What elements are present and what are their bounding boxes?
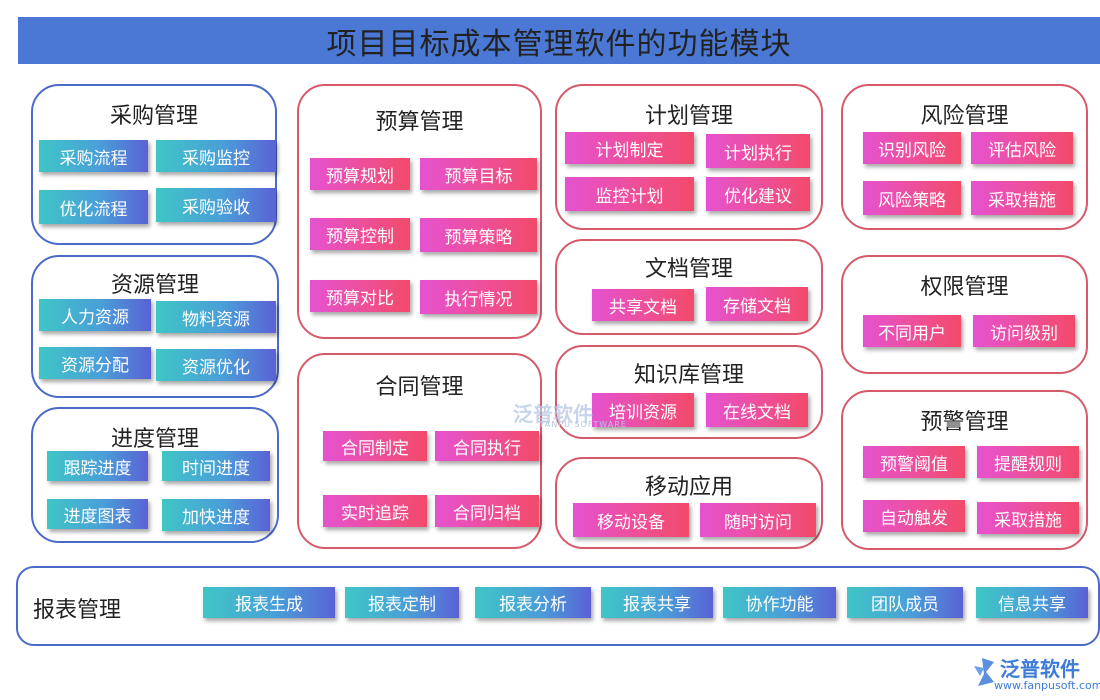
item-take-measures[interactable]: 采取措施 <box>971 181 1073 215</box>
item-report-generation[interactable]: 报表生成 <box>203 587 335 618</box>
item-plan-making[interactable]: 计划制定 <box>565 132 694 164</box>
item-human-resources[interactable]: 人力资源 <box>39 299 151 331</box>
item-information-sharing[interactable]: 信息共享 <box>976 587 1088 618</box>
item-budget-planning[interactable]: 预算规划 <box>310 158 410 190</box>
module-documents: 文档管理 共享文档 存储文档 <box>555 239 823 335</box>
item-contract-archive[interactable]: 合同归档 <box>435 495 539 527</box>
item-progress-chart[interactable]: 进度图表 <box>47 499 148 529</box>
logo-url: www.fanpusoft.com <box>994 679 1100 692</box>
item-mobile-devices[interactable]: 移动设备 <box>573 503 689 537</box>
item-store-documents[interactable]: 存储文档 <box>706 287 808 321</box>
item-online-documents[interactable]: 在线文档 <box>706 393 808 427</box>
item-identify-risk[interactable]: 识别风险 <box>863 132 961 164</box>
module-title: 计划管理 <box>644 104 733 129</box>
module-title: 资源管理 <box>110 273 199 298</box>
module-title: 进度管理 <box>110 427 199 452</box>
item-report-sharing[interactable]: 报表共享 <box>601 587 713 618</box>
item-procurement-acceptance[interactable]: 采购验收 <box>156 188 276 222</box>
item-procurement-process[interactable]: 采购流程 <box>39 140 148 172</box>
item-budget-strategy[interactable]: 预算策略 <box>420 218 537 252</box>
item-budget-control[interactable]: 预算控制 <box>310 218 410 250</box>
item-contract-drafting[interactable]: 合同制定 <box>323 431 427 461</box>
module-plan: 计划管理 计划制定 计划执行 监控计划 优化建议 <box>555 84 823 230</box>
item-risk-strategy[interactable]: 风险策略 <box>863 181 961 215</box>
module-progress: 进度管理 跟踪进度 时间进度 进度图表 加快进度 <box>31 407 279 543</box>
module-title: 知识库管理 <box>633 363 744 388</box>
module-title: 采购管理 <box>109 104 198 129</box>
module-permission: 权限管理 不同用户 访问级别 <box>841 255 1088 374</box>
item-auto-trigger[interactable]: 自动触发 <box>863 500 965 532</box>
module-title: 权限管理 <box>920 275 1009 300</box>
module-resources: 资源管理 人力资源 物料资源 资源分配 资源优化 <box>31 255 279 398</box>
item-execution-status[interactable]: 执行情况 <box>420 280 537 314</box>
logo-name: 泛普软件 <box>1000 657 1080 681</box>
item-resource-optimization[interactable]: 资源优化 <box>156 349 276 381</box>
item-plan-execution[interactable]: 计划执行 <box>706 134 810 168</box>
item-contract-execution[interactable]: 合同执行 <box>435 431 539 461</box>
item-training-resources[interactable]: 培训资源 <box>592 393 694 427</box>
item-access-level[interactable]: 访问级别 <box>973 315 1075 347</box>
page-title: 项目目标成本管理软件的功能模块 <box>326 26 792 62</box>
module-title: 预警管理 <box>920 410 1009 435</box>
item-budget-target[interactable]: 预算目标 <box>420 158 537 190</box>
module-title: 报表管理 <box>33 598 122 623</box>
item-optimize-process[interactable]: 优化流程 <box>39 190 148 224</box>
module-mobile: 移动应用 移动设备 随时访问 <box>555 457 823 549</box>
item-warning-threshold[interactable]: 预警阈值 <box>863 446 965 478</box>
module-title: 移动应用 <box>644 475 733 500</box>
item-team-members[interactable]: 团队成员 <box>847 587 963 618</box>
item-optimization-suggestion[interactable]: 优化建议 <box>706 177 810 211</box>
item-different-users[interactable]: 不同用户 <box>863 315 961 347</box>
item-material-resources[interactable]: 物料资源 <box>156 301 276 333</box>
item-anytime-access[interactable]: 随时访问 <box>700 503 816 537</box>
item-speed-up-progress[interactable]: 加快进度 <box>162 499 270 531</box>
module-title: 文档管理 <box>644 257 733 282</box>
item-take-measures-warning[interactable]: 采取措施 <box>977 502 1079 534</box>
item-report-customization[interactable]: 报表定制 <box>345 587 459 618</box>
item-time-progress[interactable]: 时间进度 <box>162 451 270 481</box>
watermark-text: 泛普软件 <box>513 402 593 426</box>
module-title: 预算管理 <box>375 110 464 135</box>
item-procurement-monitor[interactable]: 采购监控 <box>156 140 276 172</box>
module-title: 合同管理 <box>375 375 464 400</box>
fanpu-logo-icon <box>974 658 994 686</box>
module-budget: 预算管理 预算规划 预算目标 预算控制 预算策略 预算对比 执行情况 <box>297 84 542 339</box>
watermark-subtext: FANPU SOFTWARE <box>540 420 627 429</box>
module-title: 风险管理 <box>920 104 1009 129</box>
module-procurement: 采购管理 采购流程 采购监控 优化流程 采购验收 <box>31 84 277 245</box>
item-report-analysis[interactable]: 报表分析 <box>475 587 591 618</box>
item-realtime-tracking[interactable]: 实时追踪 <box>323 495 427 527</box>
item-budget-comparison[interactable]: 预算对比 <box>310 280 410 312</box>
item-monitor-plan[interactable]: 监控计划 <box>565 177 694 211</box>
module-contract: 合同管理 合同制定 合同执行 实时追踪 合同归档 <box>297 353 542 549</box>
module-knowledge: 知识库管理 培训资源 在线文档 <box>555 345 823 439</box>
item-shared-documents[interactable]: 共享文档 <box>592 289 694 321</box>
title-banner: 项目目标成本管理软件的功能模块 <box>18 17 1100 64</box>
item-resource-allocation[interactable]: 资源分配 <box>39 347 151 379</box>
module-warning: 预警管理 预警阈值 提醒规则 自动触发 采取措施 <box>841 390 1088 550</box>
module-risk: 风险管理 识别风险 评估风险 风险策略 采取措施 <box>841 84 1088 230</box>
item-reminder-rules[interactable]: 提醒规则 <box>977 446 1079 478</box>
item-assess-risk[interactable]: 评估风险 <box>971 132 1073 164</box>
item-collaboration[interactable]: 协作功能 <box>723 587 836 618</box>
item-track-progress[interactable]: 跟踪进度 <box>47 451 148 481</box>
